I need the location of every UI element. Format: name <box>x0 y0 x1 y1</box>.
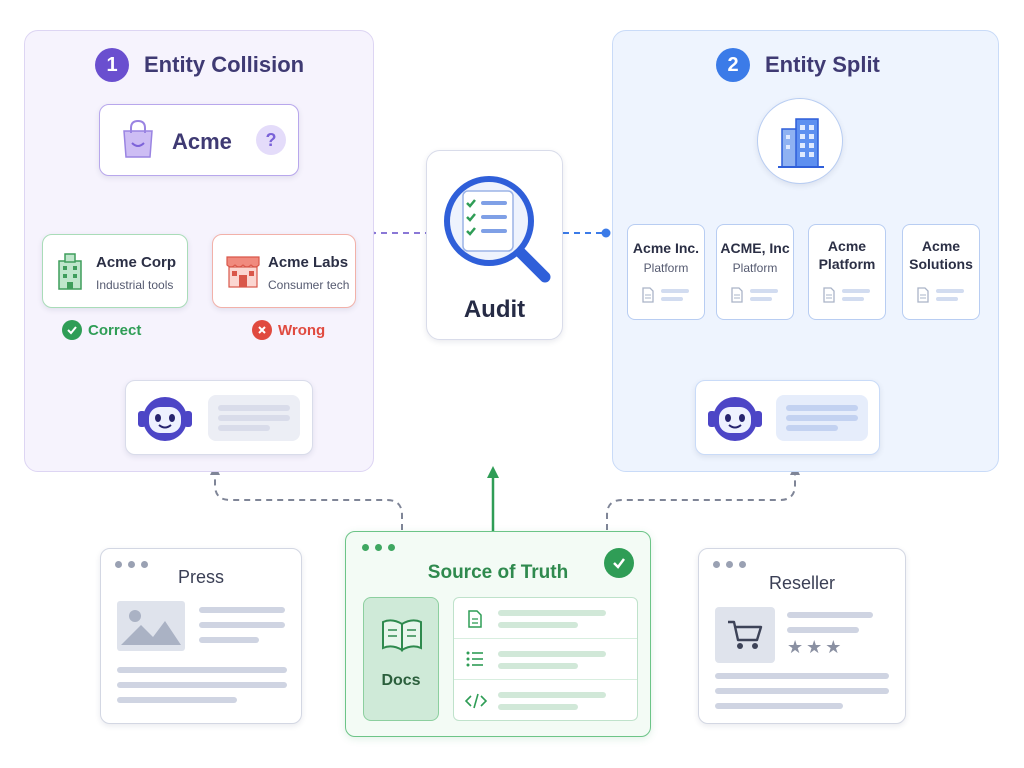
root-building-node[interactable] <box>757 98 843 184</box>
ai-answer-card-left <box>125 380 313 455</box>
status-wrong: Wrong <box>252 320 325 340</box>
audit-label: Audit <box>463 296 526 323</box>
node-title: Acme Labs <box>268 254 349 271</box>
press-title: Press <box>177 567 224 587</box>
docs-tile[interactable]: Docs <box>363 597 439 721</box>
node-subtitle: Industrial tools <box>96 278 174 292</box>
node-title: Acme Solutions <box>909 238 973 272</box>
source-of-truth-title: Source of Truth <box>427 562 569 583</box>
root-entity-label: Acme <box>172 129 232 154</box>
press-source-window[interactable]: Press <box>100 548 302 724</box>
press-to-left-panel <box>210 465 403 530</box>
status-correct: Correct <box>62 320 141 340</box>
document-icon <box>642 287 654 303</box>
image-placeholder-icon <box>117 601 185 651</box>
node-subtitle: Consumer tech <box>268 278 350 292</box>
status-label: Correct <box>88 321 142 339</box>
node-title: Acme Inc. <box>632 240 700 256</box>
ai-answer-card-right <box>695 380 880 455</box>
factory-building-icon <box>58 253 82 290</box>
list-item[interactable] <box>454 639 637 680</box>
document-icon <box>468 610 482 628</box>
code-icon <box>464 693 488 709</box>
document-icon <box>823 287 835 303</box>
verified-check-icon <box>604 548 634 578</box>
docs-label: Docs <box>381 672 421 689</box>
check-circle-icon <box>62 320 82 340</box>
reseller-source-window[interactable]: Reseller ★★★ <box>698 548 906 724</box>
root-entity-card[interactable]: Acme ? <box>99 104 299 176</box>
panel-title: Entity Collision <box>144 52 305 77</box>
entity-node-acme-labs[interactable]: Acme Labs Consumer tech <box>212 234 356 308</box>
shopping-cart-icon <box>728 620 763 649</box>
window-dots <box>713 561 746 568</box>
step-number-badge: 2 <box>716 48 750 82</box>
x-circle-icon <box>252 320 272 340</box>
list-icon <box>466 651 483 667</box>
node-title: Acme Platform <box>818 238 876 272</box>
document-icon <box>917 287 929 303</box>
source-of-truth-window[interactable]: Source of Truth Docs <box>345 531 651 737</box>
reseller-title: Reseller <box>768 573 836 593</box>
window-dots <box>115 561 148 568</box>
reseller-to-right-panel <box>606 465 800 530</box>
help-icon[interactable]: ? <box>256 125 286 155</box>
audit-card[interactable]: Audit <box>426 150 563 340</box>
list-item[interactable] <box>454 598 637 639</box>
robot-icon <box>708 397 762 441</box>
split-node-acme-inc[interactable]: Acme Inc. Platform <box>627 224 705 320</box>
node-subtitle: Platform <box>643 261 689 275</box>
truth-content-list <box>453 597 638 721</box>
status-label: Wrong <box>278 321 326 339</box>
office-building-icon <box>778 118 824 168</box>
step-number-badge: 1 <box>95 48 129 82</box>
node-subtitle: Platform <box>732 261 778 275</box>
product-tile <box>715 607 775 663</box>
split-node-acme-solutions[interactable]: Acme Solutions <box>902 224 980 320</box>
storefront-icon <box>226 256 260 288</box>
split-node-acme-platform[interactable]: Acme Platform <box>808 224 886 320</box>
panel-title: Entity Split <box>765 52 880 77</box>
list-item[interactable] <box>454 680 637 721</box>
entity-node-acme-corp[interactable]: Acme Corp Industrial tools <box>42 234 188 308</box>
shopping-bag-icon <box>123 119 153 158</box>
open-book-icon <box>382 619 422 652</box>
robot-icon <box>138 397 192 441</box>
star-rating: ★★★ <box>787 637 845 657</box>
node-title: Acme Corp <box>96 254 177 271</box>
document-icon <box>731 287 743 303</box>
node-title: ACME, Inc <box>720 240 790 256</box>
split-node-acme-inc-caps[interactable]: ACME, Inc Platform <box>716 224 794 320</box>
window-dots <box>362 544 395 551</box>
magnifier-checklist-icon <box>444 176 551 283</box>
